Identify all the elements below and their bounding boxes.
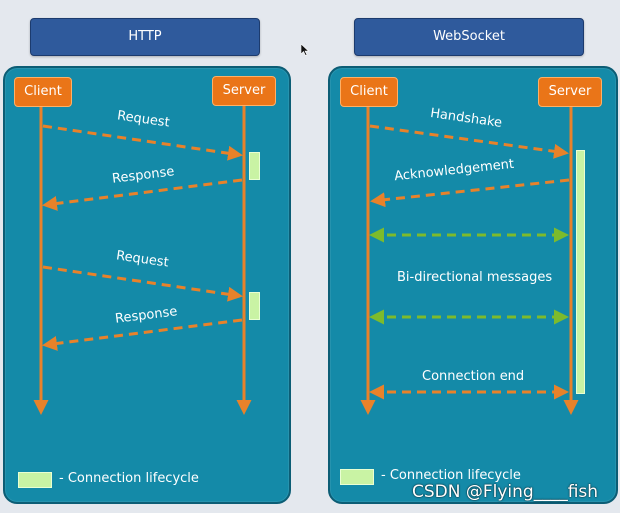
watermark: CSDN @Flying____fish	[412, 482, 599, 502]
ws-legend-text: - Connection lifecycle	[381, 468, 521, 483]
http-legend-text: - Connection lifecycle	[59, 471, 199, 486]
http-server-box: Server	[212, 76, 276, 106]
http-lifecycle-bar-2	[249, 292, 260, 320]
websocket-header: WebSocket	[354, 18, 584, 56]
http-client-box: Client	[14, 77, 72, 107]
ws-server-box: Server	[538, 77, 602, 107]
ws-connection-end-label: Connection end	[422, 369, 525, 384]
ws-legend-swatch	[340, 469, 374, 485]
ws-client-box: Client	[340, 77, 398, 107]
ws-ack-arrow	[370, 178, 570, 208]
ws-bidirectional-label: Bi-directional messages	[397, 270, 553, 285]
ws-lifecycle-bar	[576, 150, 585, 394]
http-request-arrow-1	[42, 124, 243, 161]
http-response-arrow-1	[42, 178, 243, 211]
http-request-arrow-2	[42, 265, 243, 302]
http-header: HTTP	[30, 18, 260, 56]
ws-handshake-arrow	[369, 124, 569, 159]
http-lifecycle-bar-1	[249, 152, 260, 180]
http-response-arrow-2	[42, 318, 243, 351]
http-legend-swatch	[18, 472, 52, 488]
arrow-cursor-icon	[301, 44, 309, 56]
